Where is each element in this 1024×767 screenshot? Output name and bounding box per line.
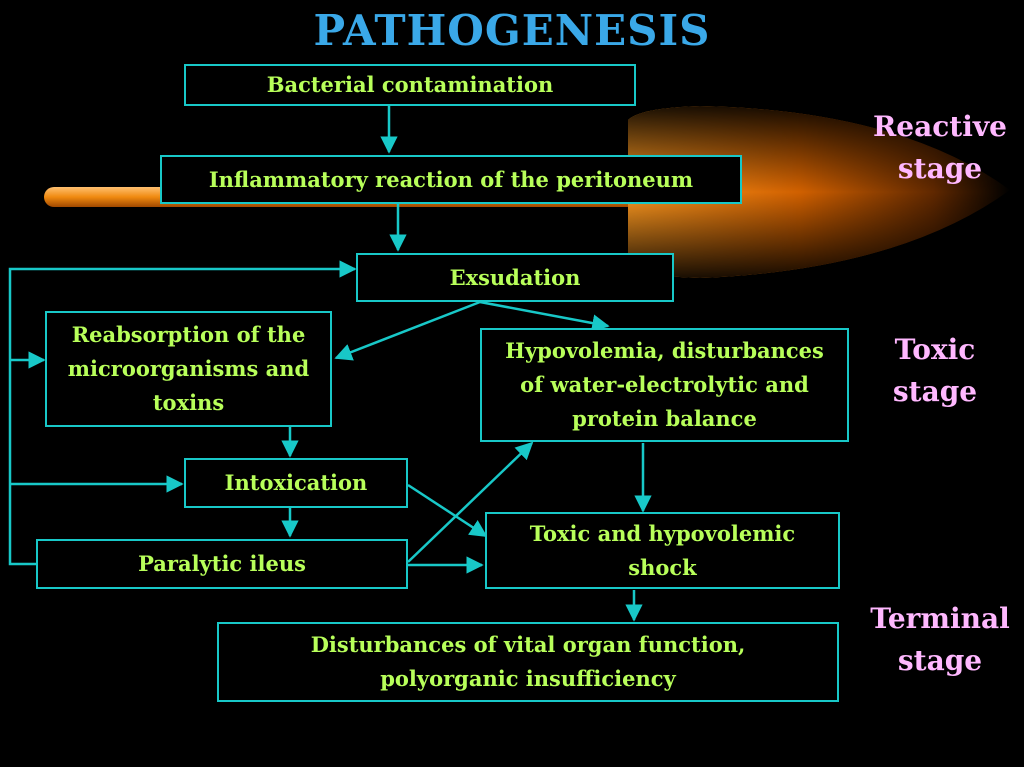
box-exsudation-label: Exsudation <box>449 264 581 290</box>
arrow-exsudation-to-reabsorption <box>334 300 481 361</box>
box-intoxication: Intoxication <box>184 458 408 508</box>
box-hypovolemia: Hypovolemia, disturbances of water-elect… <box>480 328 849 442</box>
box-intoxication-label: Intoxication <box>224 470 368 495</box>
stage-reactive: Reactive stage <box>873 110 1007 185</box>
box-hypovolemia-label: Hypovolemia, disturbances of water-elect… <box>505 338 824 431</box>
arrow-paralytic-to-hypovolemia <box>407 441 534 563</box>
box-reabsorption: Reabsorption of the microorganisms and t… <box>45 311 332 427</box>
box-reabsorption-label: Reabsorption of the microorganisms and t… <box>67 322 310 415</box>
box-organ-disturbances: Disturbances of vital organ function, po… <box>217 622 839 702</box>
box-exsudation: Exsudation <box>356 253 674 302</box>
box-disturbances-label: Disturbances of vital organ function, po… <box>310 632 746 691</box>
box-shock-label: Toxic and hypovolemic shock <box>529 520 796 580</box>
box-paralytic-ileus: Paralytic ileus <box>36 539 408 589</box>
arrow-intoxication-to-shock <box>407 483 488 538</box>
feedback-loop-line <box>8 267 50 566</box>
box-inflammatory-reaction: Inflammatory reaction of the peritoneum <box>160 155 742 204</box>
arrow-exsudation-to-hypovolemia <box>479 300 610 332</box>
box-bacterial-contamination: Bacterial contamination <box>184 64 636 106</box>
stage-toxic: Toxic stage <box>892 333 978 408</box>
page-title: PATHOGENESIS <box>313 6 711 55</box>
box-shock: Toxic and hypovolemic shock <box>485 512 840 589</box>
stage-terminal: Terminal stage <box>870 602 1010 677</box>
box-bacterial-label: Bacterial contamination <box>266 72 554 97</box>
box-inflammatory-label: Inflammatory reaction of the peritoneum <box>208 166 694 192</box>
box-paralytic-label: Paralytic ileus <box>138 551 306 576</box>
